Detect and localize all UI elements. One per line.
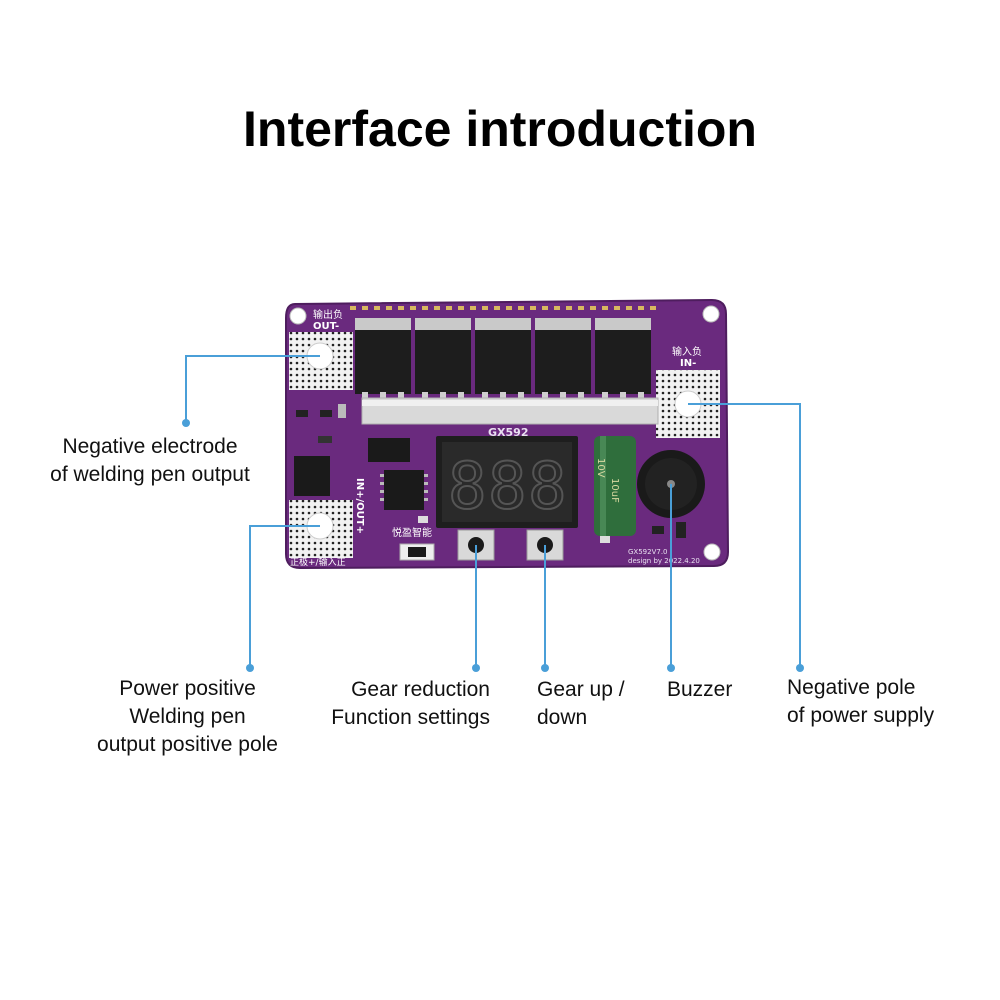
label-neg-electrode: Negative electrode of welding pen output — [40, 433, 260, 489]
mount-hole — [702, 305, 720, 323]
mosfet — [595, 318, 651, 402]
callout-dot — [541, 664, 549, 672]
brand-label: 悦盈智能 — [392, 526, 432, 539]
label-line: output positive pole — [97, 733, 278, 756]
mount-hole — [289, 307, 307, 325]
mcu-chip — [384, 470, 424, 510]
callout-dot — [472, 664, 480, 672]
callout-neg-electrode — [185, 355, 320, 423]
model-label: GX592 — [488, 426, 528, 439]
mosfet — [475, 318, 531, 402]
smd-resistor — [318, 436, 332, 443]
callout-lines — [185, 355, 801, 668]
label-line: Power positive — [119, 677, 256, 700]
mosfet — [415, 318, 471, 402]
label-line: Negative electrode — [62, 435, 238, 458]
smd-part — [652, 526, 664, 534]
mosfet — [535, 318, 591, 402]
smd-resistor — [320, 410, 332, 417]
display-digit-2: 8 — [488, 450, 527, 524]
label-line: Function settings — [331, 706, 490, 729]
smd-resistor — [296, 410, 308, 417]
callout-neg-power — [688, 403, 801, 668]
smd-part — [600, 536, 610, 543]
silk-in-en-label: IN- — [680, 358, 696, 369]
label-line: Buzzer — [667, 678, 733, 701]
label-line: Negative pole — [787, 676, 916, 699]
callout-dot — [182, 419, 190, 427]
label-gear-updown: Gear up / down — [537, 676, 647, 732]
label-line: of power supply — [787, 704, 935, 727]
label-line: Gear reduction — [351, 678, 490, 701]
cap-text: 10V — [595, 458, 606, 478]
cap-text-2: 10uF — [609, 478, 620, 503]
silk-out-en-label: OUT- — [313, 321, 339, 332]
page-title: Interface introduction — [243, 101, 757, 157]
mosfet — [355, 318, 411, 402]
smd-part — [676, 522, 686, 538]
callout-dot — [796, 664, 804, 672]
label-line: of welding pen output — [50, 463, 250, 486]
callout-dot — [246, 664, 254, 672]
silk-in-label: 输入负 — [672, 345, 702, 358]
mount-hole — [703, 543, 721, 561]
design-label: design by 2022.4.20 — [628, 557, 700, 565]
mosfet-row — [355, 318, 651, 402]
smd-resistor — [338, 404, 346, 418]
callout-dot — [667, 664, 675, 672]
callout-dots — [182, 419, 804, 672]
silk-inout-label: IN+/OUT+ — [354, 478, 365, 534]
label-gear-reduction: Gear reduction Function settings — [300, 676, 490, 732]
edge-pads — [350, 306, 656, 310]
silk-pos-label: 正极+/输入正 — [290, 556, 346, 568]
callout-power-positive — [249, 525, 320, 668]
label-buzzer: Buzzer — [667, 676, 767, 704]
smd-led — [418, 516, 428, 523]
label-power-positive: Power positive Welding pen output positi… — [80, 675, 295, 759]
silk-out-label: 输出负 — [313, 308, 343, 321]
display-digit-3: 8 — [528, 450, 567, 524]
optocoupler-chip — [368, 438, 410, 462]
regulator-chip — [294, 456, 330, 496]
label-line: down — [537, 706, 588, 729]
label-line: Welding pen — [129, 705, 246, 728]
label-line: Gear up / — [537, 678, 625, 701]
version-label: GX592V7.0 — [628, 548, 668, 556]
label-neg-power: Negative pole of power supply — [787, 674, 977, 730]
display-digit-1: 8 — [448, 450, 487, 524]
